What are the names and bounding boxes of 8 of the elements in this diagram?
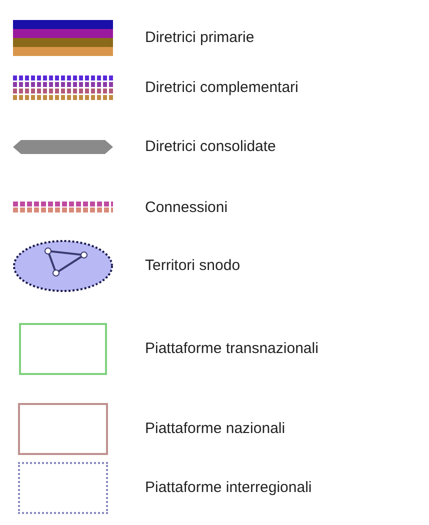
legend-label: Diretrici consolidate xyxy=(145,136,276,157)
legend-label: Piattaforme transnazionali xyxy=(145,338,318,359)
legend-label: Connessioni xyxy=(145,198,228,218)
legend-label: Piattaforme interregionali xyxy=(145,478,312,498)
legend-label: Diretrici complementari xyxy=(145,78,298,98)
legend-label: Diretrici primarie xyxy=(145,28,254,48)
legend-label: Piattaforme nazionali xyxy=(145,418,286,439)
legend-label: Territori snodo xyxy=(145,256,240,276)
